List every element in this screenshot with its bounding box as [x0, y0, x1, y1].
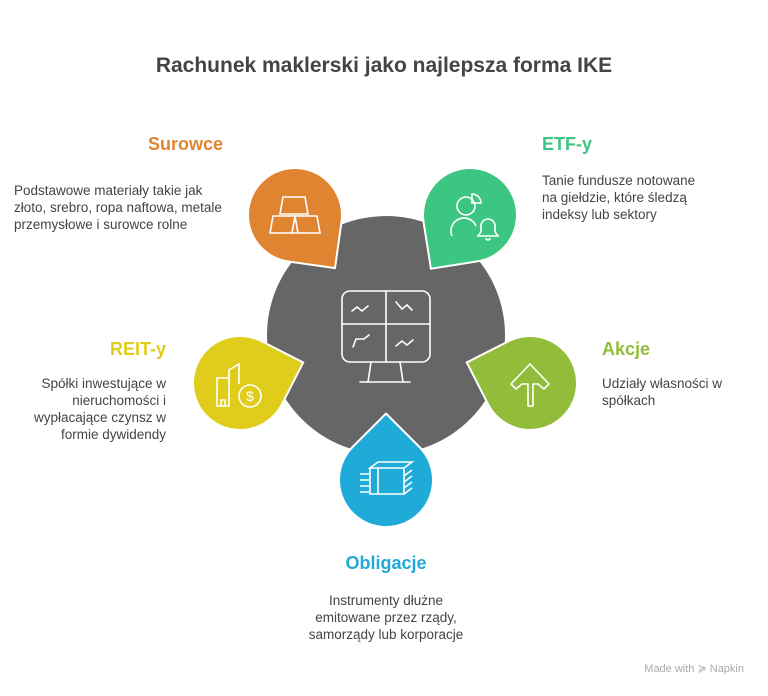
building-dollar-icon: $ — [216, 362, 262, 408]
obligacje-heading: Obligacje — [345, 553, 427, 573]
footer-napkin: Made with ≽ Napkin — [644, 663, 744, 675]
drop-obligacje — [338, 412, 434, 528]
gold-bars-icon — [269, 196, 321, 234]
drop-akcje — [465, 335, 578, 431]
drop-surowce — [247, 167, 343, 270]
surowce-heading: Surowce — [148, 134, 224, 154]
surowce-description: Podstawowe materiały takie jak złoto, sr… — [14, 183, 222, 232]
money-stack-icon — [360, 461, 415, 495]
etf-heading: ETF-y — [542, 134, 593, 154]
person-chart-bell-icon — [450, 193, 500, 241]
reit-heading: REIT-y — [109, 339, 166, 359]
arrow-up-icon — [510, 363, 550, 407]
etf-description: Tanie fundusze notowane na giełdzie, któ… — [542, 173, 696, 222]
akcje-heading: Akcje — [602, 339, 651, 359]
page-title: Rachunek maklerski jako najlepsza forma … — [155, 54, 613, 77]
akcje-description: Udziały własności w spółkach — [602, 376, 723, 408]
monitor-charts-icon — [341, 290, 431, 383]
obligacje-description: Instrumenty dłużne emitowane przez rządy… — [308, 593, 464, 642]
svg-text:$: $ — [246, 388, 254, 404]
reit-description: Spółki inwestujące w nieruchomości i wyp… — [33, 376, 166, 442]
drop-etf — [422, 167, 518, 270]
